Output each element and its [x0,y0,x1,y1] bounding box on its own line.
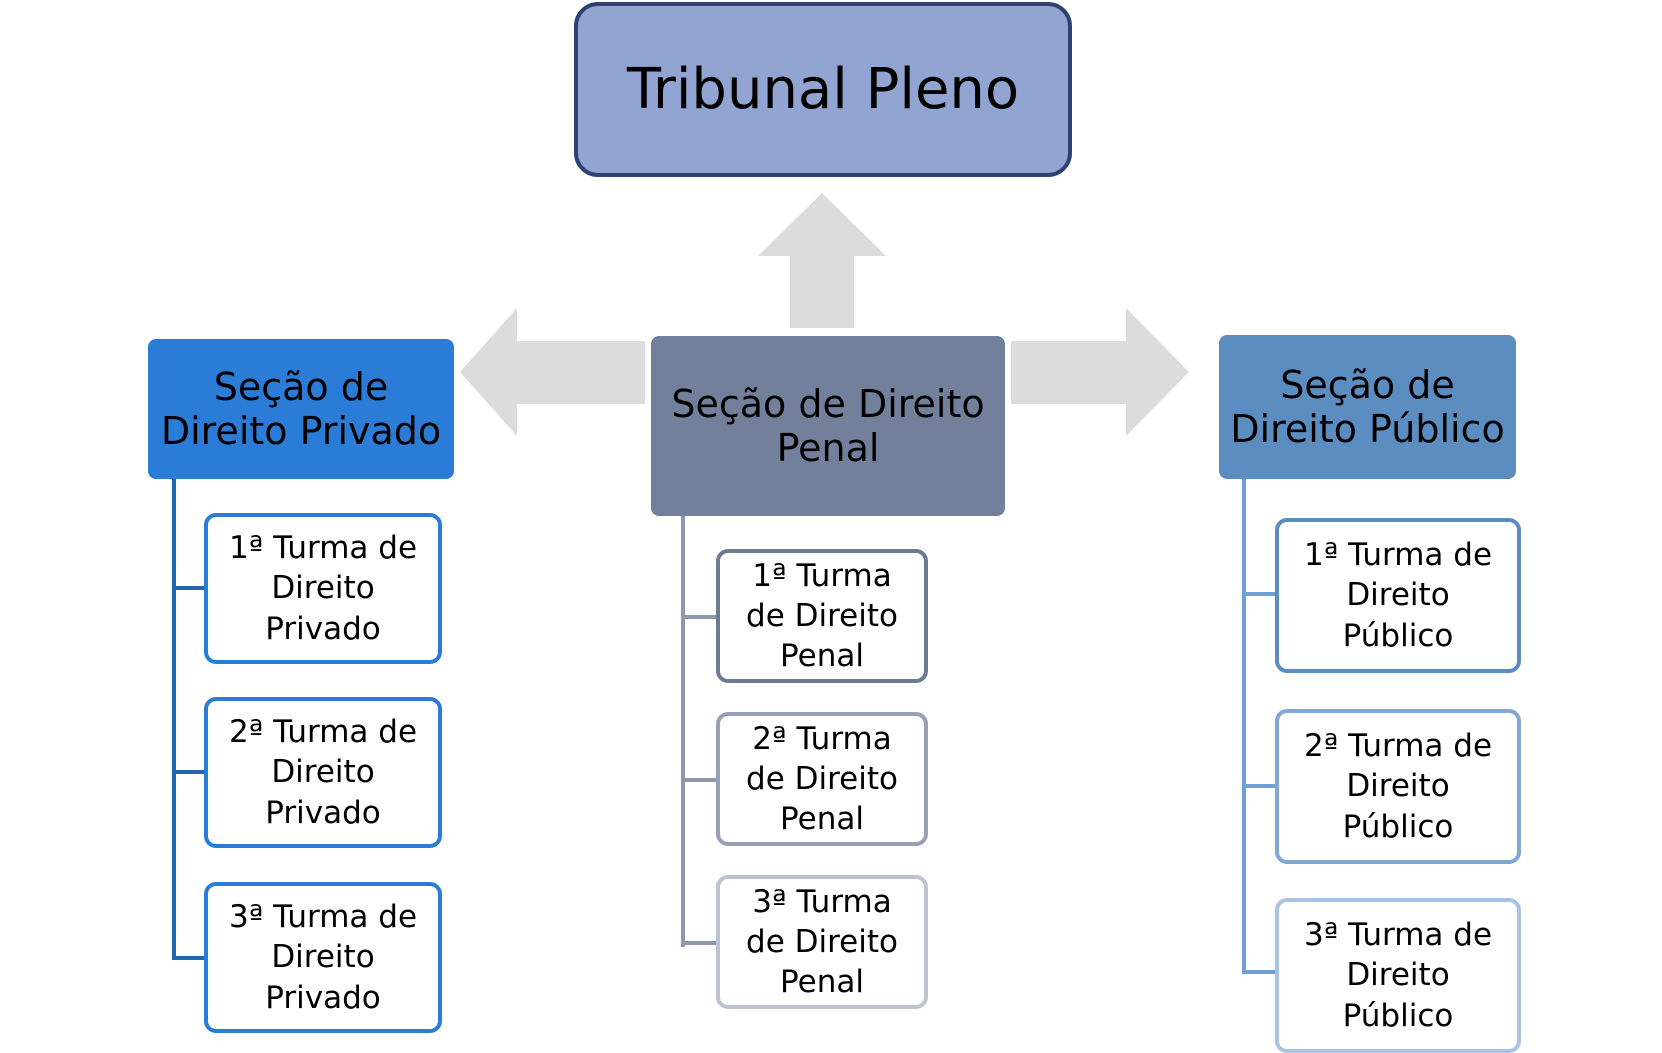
arrow-right-shape [1011,308,1189,436]
secao-direito-publico-label: Seção de Direito Público [1230,362,1505,451]
turma-privado-2-label: 2ª Turma de Direito Privado [228,714,418,831]
turma-publico-1-label: 1ª Turma de Direito Público [1303,537,1493,654]
turma-publico-2-label: 2ª Turma de Direito Público [1303,728,1493,845]
turma-publico-1-box: 1ª Turma de Direito Público [1275,518,1521,673]
publico-connector-1 [1242,592,1278,596]
penal-connector-1 [681,615,718,619]
privado-connector-1 [172,586,206,590]
privado-connector-3 [172,956,206,960]
turma-privado-1-label: 1ª Turma de Direito Privado [228,530,418,647]
secao-direito-publico-box: Seção de Direito Público [1219,335,1516,479]
turma-penal-3-label: 3ª Turma de Direito Penal [746,883,898,1001]
turma-penal-2-box: 2ª Turma de Direito Penal [716,712,928,846]
turma-penal-3-box: 3ª Turma de Direito Penal [716,875,928,1009]
turma-publico-3-label: 3ª Turma de Direito Público [1303,917,1493,1034]
turma-publico-3-box: 3ª Turma de Direito Público [1275,898,1521,1053]
turma-privado-1-box: 1ª Turma de Direito Privado [204,513,442,664]
turma-privado-3-label: 3ª Turma de Direito Privado [228,899,418,1016]
secao-direito-privado-box: Seção de Direito Privado [148,339,454,479]
turma-penal-1-label: 1ª Turma de Direito Penal [746,557,898,675]
secao-direito-penal-box: Seção de Direito Penal [651,336,1005,516]
arrow-left-shape [460,308,645,436]
turma-privado-2-box: 2ª Turma de Direito Privado [204,697,442,848]
tribunal-pleno-box: Tribunal Pleno [574,2,1072,177]
turma-privado-3-box: 3ª Turma de Direito Privado [204,882,442,1033]
penal-connector-2 [681,778,718,782]
privado-connector-2 [172,770,206,774]
publico-connector-2 [1242,784,1278,788]
secao-direito-privado-label: Seção de Direito Privado [160,364,442,453]
turma-penal-2-label: 2ª Turma de Direito Penal [746,720,898,838]
privado-connector-vertical [172,479,176,960]
arrow-up-shape [758,193,886,328]
penal-connector-3 [681,941,718,945]
publico-connector-3 [1242,970,1278,974]
penal-connector-vertical [681,516,685,947]
turma-penal-1-box: 1ª Turma de Direito Penal [716,549,928,683]
publico-connector-vertical [1242,479,1246,974]
turma-publico-2-box: 2ª Turma de Direito Público [1275,709,1521,864]
tribunal-pleno-label: Tribunal Pleno [626,56,1020,122]
secao-direito-penal-label: Seção de Direito Penal [671,381,985,470]
